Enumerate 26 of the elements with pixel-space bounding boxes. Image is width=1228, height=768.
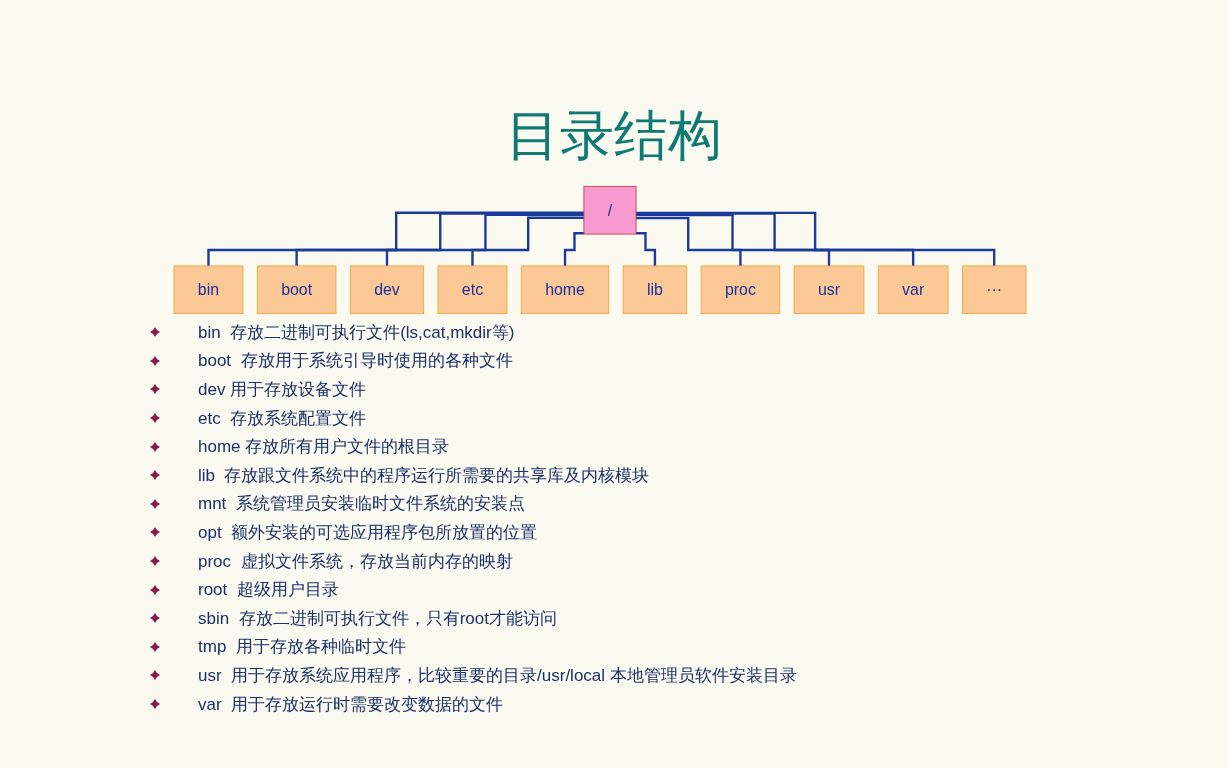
node-box: boot xyxy=(256,265,337,315)
description-text: etc 存放系统配置文件 xyxy=(198,407,367,430)
node-box: bin xyxy=(173,265,244,315)
description-text: boot 存放用于系统引导时使用的各种文件 xyxy=(198,350,513,373)
slide-title: 目录结构 xyxy=(505,104,723,167)
description-text: home 存放所有用户文件的根目录 xyxy=(198,436,450,459)
description-text: mnt 系统管理员安装临时文件系统的安装点 xyxy=(198,493,525,516)
description-text: root 超级用户目录 xyxy=(198,579,339,602)
description-text: sbin 存放二进制可执行文件，只有root才能访问 xyxy=(198,607,557,630)
node-box: proc xyxy=(700,265,781,315)
node-box: ··· xyxy=(962,265,1027,315)
node-box: usr xyxy=(793,265,865,315)
node-box: dev xyxy=(349,265,425,315)
description-text: bin 存放二进制可执行文件(ls,cat,mkdir等) xyxy=(198,321,515,344)
node-box: / xyxy=(583,185,637,235)
description-text: lib 存放跟文件系统中的程序运行所需要的共享库及内核模块 xyxy=(198,464,650,487)
node-box: home xyxy=(520,265,610,315)
node-box: etc xyxy=(437,265,508,315)
description-text: opt 额外安装的可选应用程序包所放置的位置 xyxy=(198,521,538,544)
node-box: lib xyxy=(622,265,688,315)
description-text: dev 用于存放设备文件 xyxy=(198,379,367,401)
description-text: proc 虚拟文件系统，存放当前内存的映射 xyxy=(198,550,513,573)
node-box: var xyxy=(877,265,949,315)
description-text: tmp 用于存放各种临时文件 xyxy=(198,636,406,659)
description-text: usr 用于存放系统应用程序，比较重要的目录/usr/local 本地管理员软件安装目录 xyxy=(198,664,797,687)
description-text: var 用于存放运行时需要改变数据的文件 xyxy=(198,693,504,716)
